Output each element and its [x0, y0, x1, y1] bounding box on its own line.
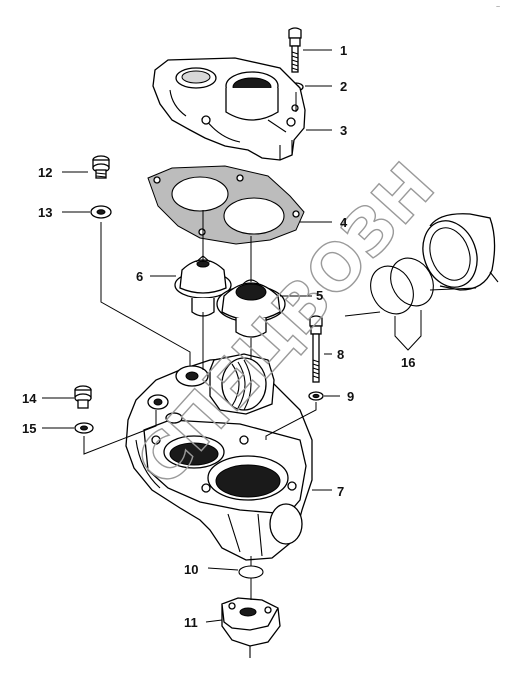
callout-1: 1	[340, 43, 347, 58]
part-5-thermostat-large	[216, 279, 286, 338]
callout-6: 6	[136, 269, 143, 284]
callout-9: 9	[347, 389, 354, 404]
sleeve	[422, 213, 499, 291]
callout-11: 11	[184, 615, 198, 630]
callout-16: 16	[401, 355, 415, 370]
callout-12: 12	[38, 165, 52, 180]
callout-2: 2	[340, 79, 347, 94]
part-8-long-bolt	[309, 315, 323, 383]
callout-15: 15	[22, 421, 36, 436]
part-3-housing-cover	[152, 57, 306, 161]
callout-13: 13	[38, 205, 52, 220]
part-7-main-housing	[125, 353, 313, 561]
corner-mark: ~	[496, 4, 500, 11]
part-15-seal-ring	[74, 422, 94, 434]
assembly-lines	[83, 92, 477, 600]
part-14-plug	[74, 385, 92, 409]
part-10-o-ring	[238, 565, 264, 579]
callout-7: 7	[337, 484, 344, 499]
part-13-seal-ring	[90, 205, 112, 219]
callout-5: 5	[316, 288, 323, 303]
part-1-bolt	[288, 27, 302, 73]
part-12-plug	[92, 155, 110, 179]
part-4-gasket	[147, 165, 305, 245]
callout-4: 4	[340, 215, 348, 230]
leader-lines	[42, 49, 422, 623]
callout-14: 14	[22, 391, 37, 406]
callout-labels: 1 2 3 4 5 6 7 8 9 10 11 12 13 14 15 16	[22, 43, 415, 630]
callout-3: 3	[340, 123, 347, 138]
part-9-washer	[308, 391, 324, 401]
callout-8: 8	[337, 347, 344, 362]
part-11-flange	[221, 597, 281, 658]
callout-10: 10	[184, 562, 198, 577]
